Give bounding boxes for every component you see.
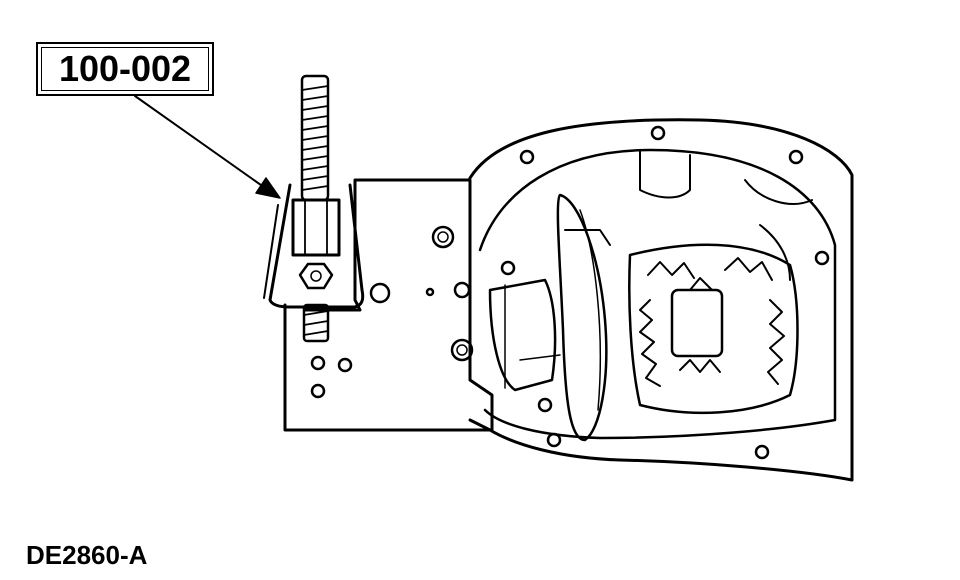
- plate-hole: [310, 383, 326, 399]
- flange-bolt-hole: [546, 432, 562, 448]
- part-number-callout: 100-002: [36, 42, 214, 96]
- plate-hole: [337, 357, 353, 373]
- hex-nut: [298, 262, 334, 290]
- axle-housing: [468, 118, 854, 482]
- flange-bolt-hole: [519, 149, 535, 165]
- figure-id-label: DE2860-A: [26, 540, 148, 570]
- plate-bolt: [450, 338, 474, 362]
- plate-bolt: [431, 225, 455, 249]
- flange-bolt-hole: [788, 149, 804, 165]
- flange-bolt-hole: [754, 444, 770, 460]
- flange-bolt-hole: [814, 250, 830, 266]
- flange-bolt-hole: [650, 125, 666, 141]
- differential-case: [628, 243, 799, 415]
- flange-bolt-hole: [537, 397, 553, 413]
- flange-bolt-hole: [500, 260, 516, 276]
- plate-hole: [310, 355, 326, 371]
- bearing-cap: [488, 278, 561, 392]
- plate-hole: [453, 281, 471, 299]
- part-number-label: 100-002: [58, 48, 192, 89]
- coupling-nut: [291, 198, 341, 257]
- ring-gear: [556, 193, 608, 442]
- plate-hole: [369, 282, 391, 304]
- plate-hole: [425, 287, 435, 297]
- callout-inner-border: [41, 47, 209, 91]
- callout-leader-arrow: [134, 95, 281, 199]
- tool-bracket: [263, 183, 365, 309]
